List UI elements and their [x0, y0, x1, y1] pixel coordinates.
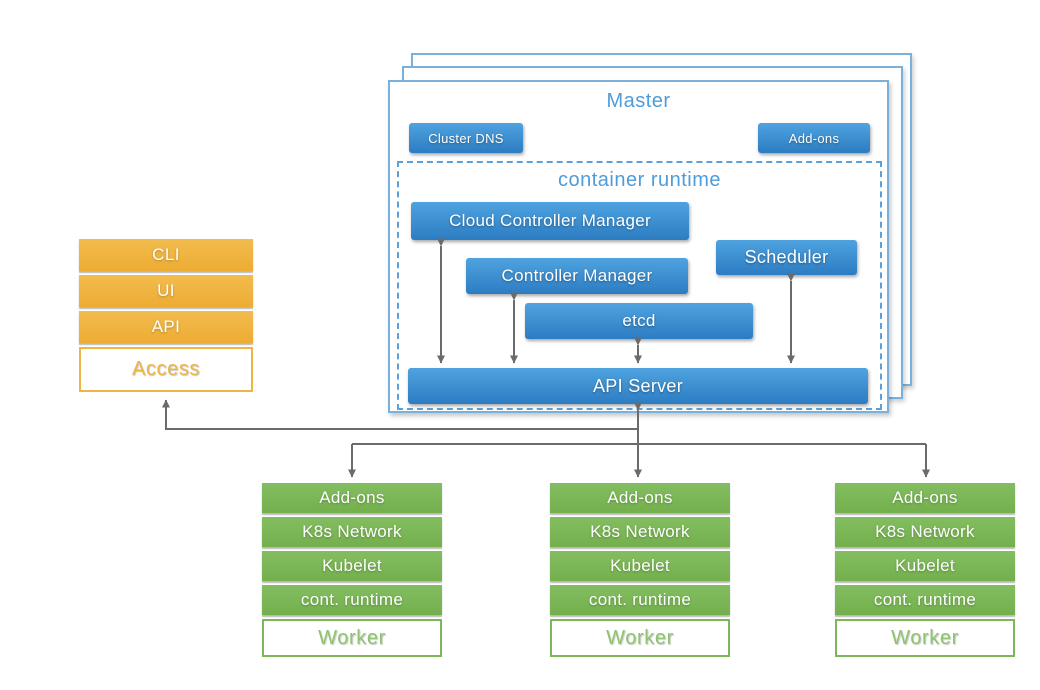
cluster-dns-box: Cluster DNS	[409, 123, 523, 153]
master-node: Master Cluster DNS Add-ons container run…	[388, 80, 889, 413]
worker-row-k8s-network: K8s Network	[262, 517, 442, 547]
cli-box: CLI	[79, 239, 253, 271]
cloud-controller-manager-box: Cloud Controller Manager	[411, 202, 689, 240]
worker-row-k8s-network: K8s Network	[550, 517, 730, 547]
scheduler-box: Scheduler	[716, 240, 857, 275]
worker-stack-1: Add-ons K8s Network Kubelet cont. runtim…	[262, 483, 442, 657]
worker-stack-2: Add-ons K8s Network Kubelet cont. runtim…	[550, 483, 730, 657]
worker-row-k8s-network: K8s Network	[835, 517, 1015, 547]
api-box: API	[79, 311, 253, 343]
access-stack: CLI UI API Access	[79, 239, 253, 392]
worker-row-kubelet: Kubelet	[550, 551, 730, 581]
master-addons-box: Add-ons	[758, 123, 870, 153]
worker-row-cont-runtime: cont. runtime	[835, 585, 1015, 615]
worker-row-kubelet: Kubelet	[262, 551, 442, 581]
worker-label: Worker	[550, 619, 730, 657]
worker-row-addons: Add-ons	[835, 483, 1015, 513]
worker-row-addons: Add-ons	[262, 483, 442, 513]
worker-label: Worker	[835, 619, 1015, 657]
api-server-box: API Server	[408, 368, 868, 404]
ui-box: UI	[79, 275, 253, 307]
worker-row-cont-runtime: cont. runtime	[550, 585, 730, 615]
worker-row-kubelet: Kubelet	[835, 551, 1015, 581]
container-runtime-box: container runtime Cloud Controller Manag…	[397, 161, 882, 410]
controller-manager-box: Controller Manager	[466, 258, 688, 294]
worker-label: Worker	[262, 619, 442, 657]
worker-stack-3: Add-ons K8s Network Kubelet cont. runtim…	[835, 483, 1015, 657]
access-label: Access	[79, 347, 253, 392]
worker-row-cont-runtime: cont. runtime	[262, 585, 442, 615]
container-runtime-title: container runtime	[557, 169, 722, 191]
etcd-box: etcd	[525, 303, 753, 339]
worker-row-addons: Add-ons	[550, 483, 730, 513]
master-title: Master	[606, 90, 671, 112]
